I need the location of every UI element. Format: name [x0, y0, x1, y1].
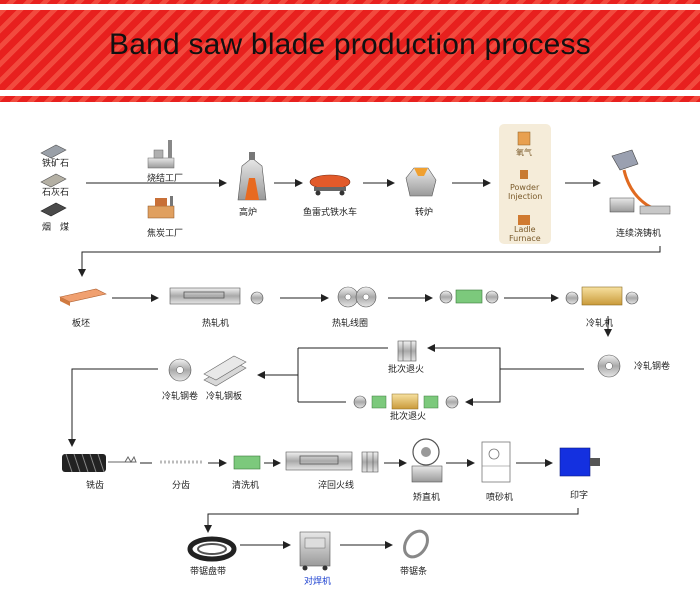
cold-coil-2-label: 冷轧钢卷: [162, 390, 198, 402]
sandblaster-label: 喷砂机: [486, 491, 513, 503]
printing-label: 印字: [570, 489, 588, 501]
quench-temper-line-icon: [285, 451, 379, 473]
slab-icon: [59, 288, 107, 306]
hot-coil-label: 热轧线圈: [332, 317, 368, 329]
converter-icon: [405, 167, 437, 197]
page-title: Band saw blade production process: [109, 28, 591, 61]
printing-to-band-coil-connector: [204, 508, 579, 533]
torpedo-car-icon: [309, 174, 351, 196]
banner-stripe-top: [0, 4, 700, 10]
band-coil-label: 带锯盘带: [190, 565, 226, 577]
straightener-label: 矫直机: [413, 491, 440, 503]
continuous-caster-icon: [609, 149, 671, 215]
iron-ore-label: 铁矿石: [42, 157, 69, 169]
band-strip-label: 带锯条: [400, 565, 427, 577]
sinter-plant-label: 烧结工厂: [147, 172, 183, 184]
products-to-milling-connector: [68, 368, 158, 447]
cleaning-machine-label: 清洗机: [232, 479, 259, 491]
ladle-furnace-label-2: Furnace: [509, 234, 541, 243]
oxygen-label: 氧气: [516, 147, 532, 157]
cold-rolling-mill-icon: [565, 286, 639, 306]
milling-teeth-label: 铣齿: [86, 479, 104, 491]
torpedo-car-label: 鱼雷式铁水车: [303, 206, 357, 218]
sinter-plant-icon: [147, 140, 175, 169]
quench-temper-line-label: 淬回火线: [318, 479, 354, 491]
coal-icon: [40, 202, 67, 217]
powder-injection-label-1: Powder: [510, 183, 540, 192]
coal-label: 烟 煤: [42, 221, 69, 233]
coke-plant-icon: [147, 196, 175, 219]
straightener-icon: [411, 438, 443, 483]
continuous-caster-label: 连续浇铸机: [616, 227, 661, 239]
limestone-icon: [40, 173, 67, 188]
continuous-anneal-line-icon: [353, 393, 459, 410]
converter-label: 转炉: [415, 206, 433, 218]
hot-rolling-mill-icon: [169, 287, 264, 305]
powder-injection-label-2: Injection: [508, 192, 542, 201]
batch-anneal-top-label: 批次退火: [388, 363, 424, 375]
iron-ore-icon: [40, 144, 67, 159]
slab-label: 板坯: [72, 317, 90, 329]
row3-connectors: [68, 344, 584, 447]
secondary-refining-panel: [499, 124, 551, 244]
blast-furnace-icon: [237, 152, 267, 201]
limestone-label: 石灰石: [42, 186, 69, 198]
milling-cutter-icon: [62, 453, 137, 473]
band-coil-icon: [187, 536, 237, 562]
hot-rolling-mill-label: 热轧机: [202, 317, 229, 329]
pickling-line-icon: [439, 289, 499, 304]
row2-connectors: [112, 294, 612, 337]
cold-sheet-label: 冷轧钢板: [206, 390, 242, 402]
batch-anneal-furnace-icon: [397, 340, 417, 362]
row4-connectors: [140, 459, 579, 533]
blast-furnace-label: 高炉: [239, 206, 257, 218]
printing-machine-icon: [559, 447, 600, 477]
title-banner: Band saw blade production process: [0, 0, 700, 102]
cleaning-machine-icon: [233, 455, 261, 470]
band-strip-icon: [403, 529, 429, 559]
row1-connectors: [78, 179, 661, 277]
butt-welder-icon: [299, 531, 331, 571]
coke-plant-label: 焦炭工厂: [147, 227, 183, 239]
sandblaster-icon: [481, 441, 511, 483]
hot-coil-icon: [337, 286, 377, 308]
cold-coil-to-batch-anneal-arrow: [427, 344, 584, 370]
cold-coil-2-icon: [168, 358, 192, 382]
cold-coil-label: 冷轧钢卷: [634, 360, 670, 372]
butt-welder-label: 对焊机: [304, 575, 331, 587]
cold-coil-to-continuous-anneal-arrow: [465, 369, 501, 406]
banner-stripe-bottom: [0, 90, 700, 96]
cold-sheet-icon: [203, 355, 247, 387]
caster-to-slab-connector: [78, 246, 661, 277]
batch-anneal-bottom-label: 批次退火: [390, 410, 426, 422]
cold-rolling-mill-label: 冷轧机: [586, 317, 613, 329]
tooth-setting-label: 分齿: [172, 480, 190, 491]
ladle-furnace-label-1: Ladle: [514, 225, 536, 234]
cold-coil-icon: [597, 354, 621, 378]
